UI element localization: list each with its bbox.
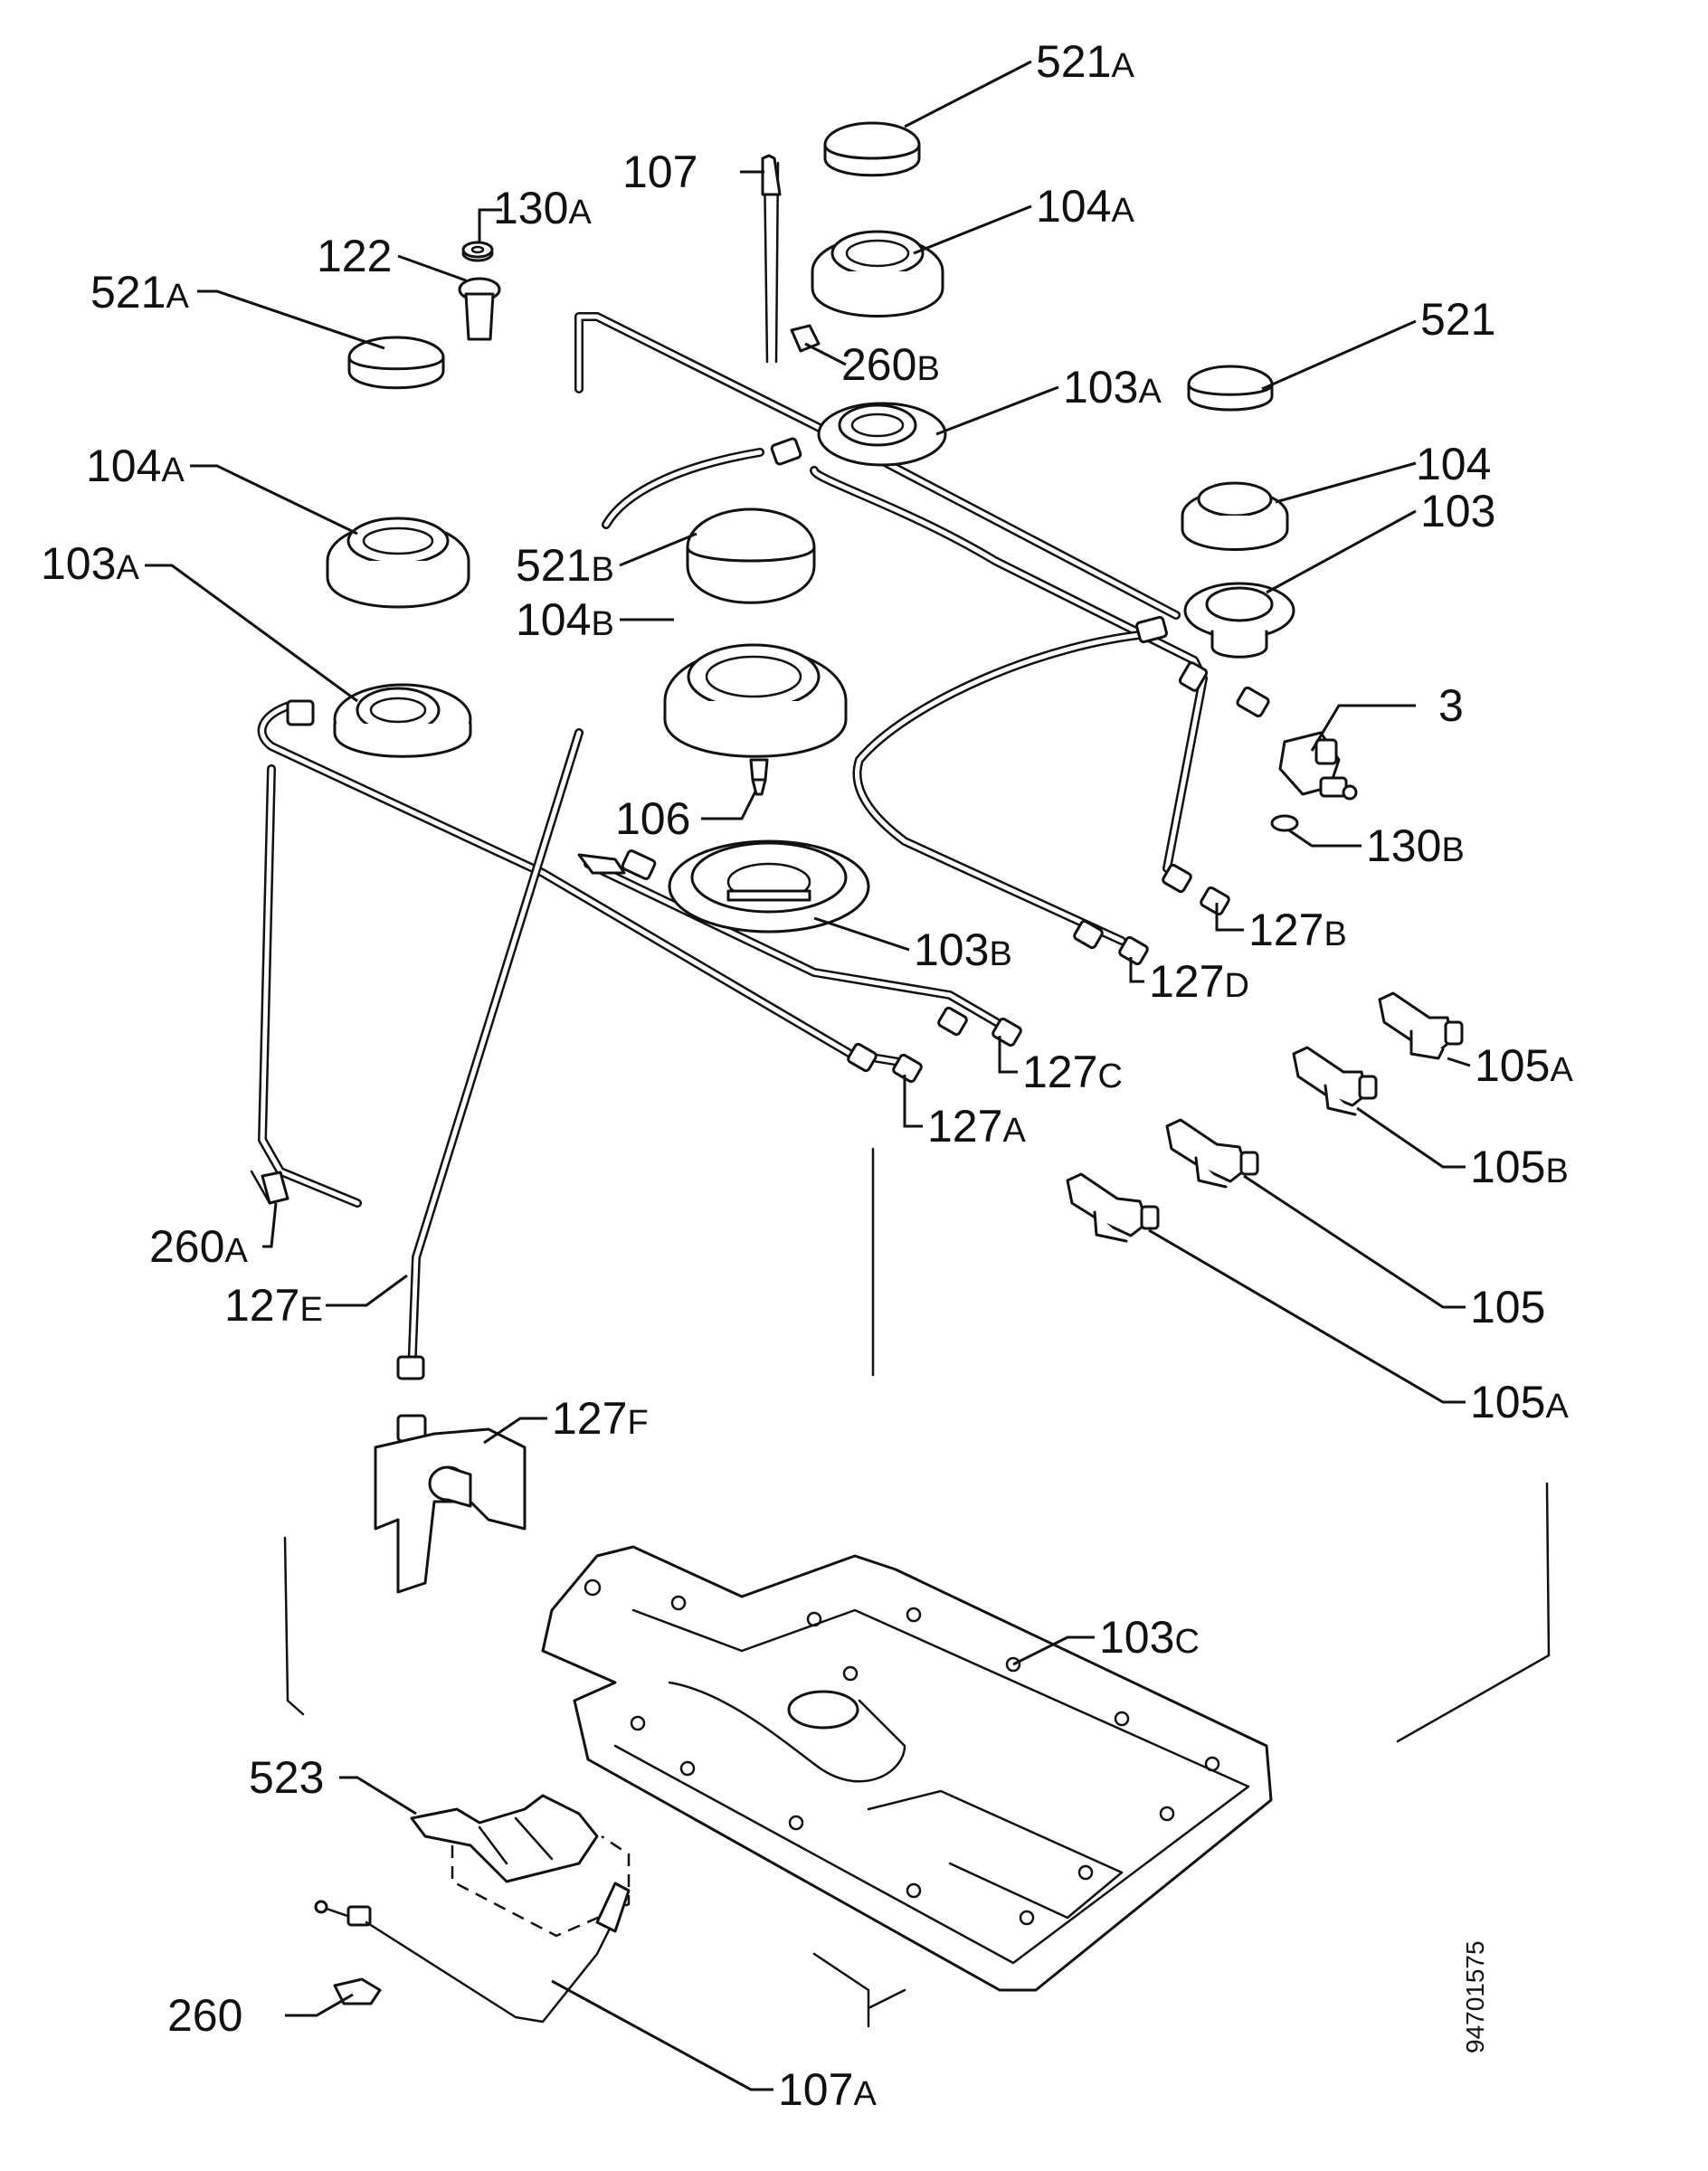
connector-127f xyxy=(374,1414,527,1594)
clip-260a xyxy=(250,1170,289,1205)
callout-127e: 127E xyxy=(224,1280,323,1331)
clip-260b xyxy=(790,324,821,353)
callout-122: 122 xyxy=(317,231,392,281)
callout-104a-left: 104A xyxy=(86,441,185,491)
callout-107: 107 xyxy=(622,147,697,197)
callout-130b: 130B xyxy=(1366,820,1465,871)
callout-521: 521 xyxy=(1420,294,1495,345)
callout-127b: 127B xyxy=(1248,905,1347,955)
callout-127d: 127D xyxy=(1149,956,1249,1007)
callout-106: 106 xyxy=(615,793,690,844)
gas-tap-105a-bottom xyxy=(1066,1172,1160,1243)
flame-spreader-104b xyxy=(663,643,848,758)
burner-base-103a-left xyxy=(333,683,472,758)
document-reference: 94701575 xyxy=(1461,1940,1489,2053)
injector-122 xyxy=(458,244,501,341)
callout-105: 105 xyxy=(1470,1282,1545,1332)
callout-labels: 521A 107 130A 104A 122 521A 521 260B 103… xyxy=(41,36,1573,2115)
callout-521a-top: 521A xyxy=(1036,36,1134,87)
flame-spreader-104 xyxy=(1181,481,1289,551)
callout-105a-bottom: 105A xyxy=(1470,1377,1569,1427)
callout-104: 104 xyxy=(1416,439,1491,489)
callout-107a: 107A xyxy=(778,2064,877,2115)
callout-130a: 130A xyxy=(493,183,592,233)
callout-105a-top: 105A xyxy=(1475,1040,1573,1091)
callout-103: 103 xyxy=(1420,486,1495,536)
callout-104b: 104B xyxy=(516,594,614,645)
thermostat-valve-3 xyxy=(1278,731,1358,801)
callout-103a-top: 103A xyxy=(1063,362,1162,412)
gas-tap-105b xyxy=(1292,1046,1378,1116)
callout-105b: 105B xyxy=(1470,1142,1569,1192)
callout-127c: 127C xyxy=(1022,1047,1123,1097)
washer-130b xyxy=(1270,814,1299,832)
callout-127f: 127F xyxy=(552,1393,649,1444)
leader-lines xyxy=(145,60,1471,2091)
callout-103a-left: 103A xyxy=(41,538,139,589)
callout-103c: 103C xyxy=(1099,1612,1200,1663)
gas-tap-105a-top xyxy=(1378,991,1464,1060)
ignition-bracket-523 xyxy=(410,1794,631,1938)
callout-260: 260 xyxy=(167,1990,242,2041)
burner-cap-521b xyxy=(686,507,816,604)
injector-106 xyxy=(749,758,769,796)
flame-spreader-104a-top xyxy=(811,230,944,318)
burner-cap-521 xyxy=(1187,365,1274,412)
burner-base-103b xyxy=(668,839,870,934)
callout-521a-left: 521A xyxy=(90,267,189,318)
callout-521b: 521B xyxy=(516,540,614,591)
burner-base-103 xyxy=(1183,582,1295,659)
callout-260b: 260B xyxy=(841,339,940,390)
callout-127a: 127A xyxy=(927,1101,1026,1152)
burner-cap-521a-left xyxy=(347,336,445,390)
flame-spreader-104a-left xyxy=(326,517,470,609)
burner-cap-521a-top xyxy=(823,121,921,177)
washer-130a xyxy=(461,241,494,259)
burner-tray-103c xyxy=(541,1545,1273,1992)
callout-104a-top: 104A xyxy=(1036,181,1134,232)
callout-3: 3 xyxy=(1438,680,1464,731)
callout-103b: 103B xyxy=(914,924,1012,975)
construction-lines xyxy=(283,1147,1551,2028)
callout-260a: 260A xyxy=(149,1221,248,1272)
callout-523: 523 xyxy=(249,1752,324,1803)
burner-base-103a-top xyxy=(817,402,947,467)
thermocouple-107a xyxy=(314,1882,631,2024)
gas-tap-105 xyxy=(1165,1118,1259,1189)
